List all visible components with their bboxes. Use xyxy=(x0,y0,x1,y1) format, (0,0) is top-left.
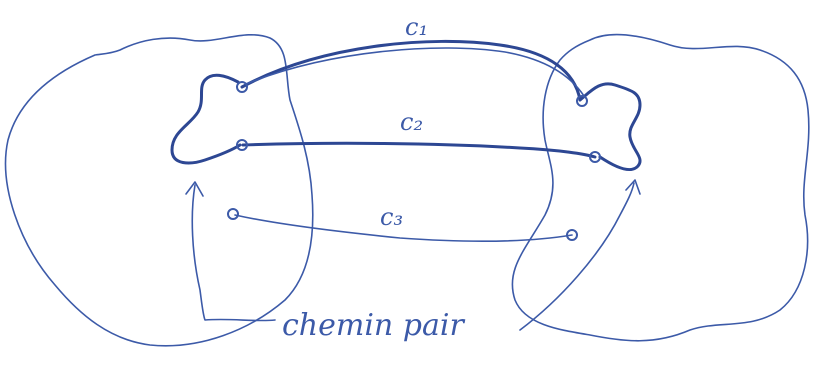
label-c3: c₃ xyxy=(380,203,403,231)
path-c2 xyxy=(241,141,597,159)
node-right-c1 xyxy=(576,95,588,107)
node-left-c3 xyxy=(227,208,239,220)
path-c3 xyxy=(234,214,573,242)
node-left-c2 xyxy=(236,139,248,151)
annotation-arrow-right xyxy=(519,182,635,331)
right-inner-loop xyxy=(578,82,642,172)
label-c1: c₁ xyxy=(405,13,428,41)
right-region-blob xyxy=(511,33,810,342)
node-right-c2 xyxy=(589,151,601,163)
left-inner-loop xyxy=(170,73,242,165)
annotation-arrowhead-right-icon xyxy=(625,179,641,195)
node-right-c3 xyxy=(566,229,578,241)
path-c1-second-stroke xyxy=(245,47,585,97)
annotation-label: chemin pair xyxy=(282,308,465,343)
annotation-arrowhead-left-icon xyxy=(185,181,204,197)
annotation-arrow-left xyxy=(191,184,276,322)
label-c2: c₂ xyxy=(400,108,423,136)
node-left-c1 xyxy=(236,81,248,93)
path-c1 xyxy=(240,39,582,102)
left-region-blob xyxy=(4,34,314,347)
